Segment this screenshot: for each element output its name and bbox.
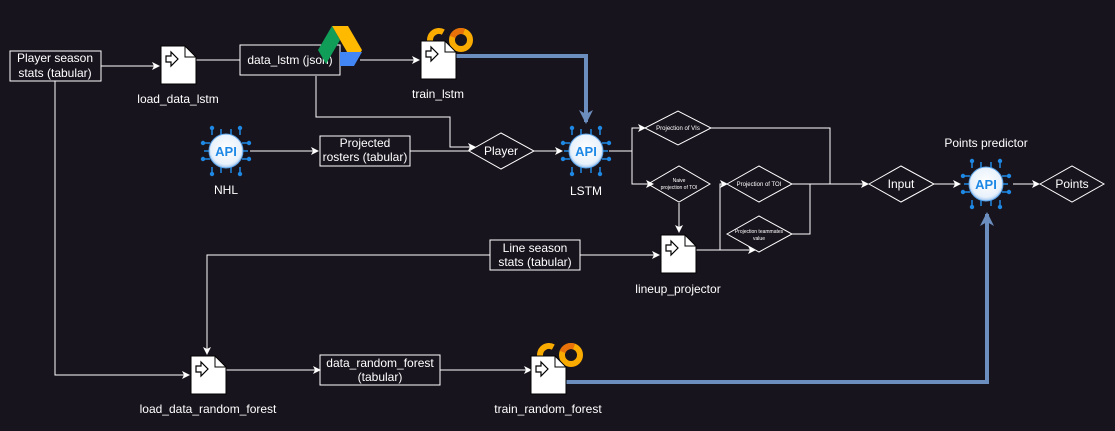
edge-teammates-to-input (792, 184, 811, 235)
player-label: Player (484, 144, 518, 158)
lineup-projector-node[interactable]: lineup_projector (635, 234, 721, 296)
points-predictor-label: Points predictor (944, 136, 1027, 150)
edge-train-lstm-to-lstm (456, 54, 593, 124)
points-diamond[interactable]: Points (1038, 165, 1106, 203)
player-diamond[interactable]: Player (467, 132, 536, 170)
player-season-stats-box[interactable]: Player season stats (tabular) (9, 50, 102, 82)
edges (54, 54, 1040, 384)
lineup-projector-label: lineup_projector (635, 282, 720, 296)
projection-teammates-line2: value (753, 236, 765, 242)
lstm-label: LSTM (570, 184, 602, 198)
load-data-rf-label: load_data_random_forest (140, 402, 277, 416)
nhl-label: NHL (214, 183, 238, 197)
lstm-api-text: API (575, 144, 597, 159)
input-label: Input (888, 177, 915, 191)
projected-rosters-line1: Projected (340, 136, 391, 150)
load-data-rf-node[interactable]: load_data_random_forest (140, 355, 277, 416)
edge-lstm-to-naive-toi (631, 151, 654, 188)
projection-toi-label: Projection of TOI (737, 182, 782, 188)
naive-projection-line2: projection of TOI (661, 185, 698, 191)
train-rf-node[interactable]: train_random_forest (494, 342, 602, 416)
data-rf-line1: data_random_forest (326, 356, 434, 370)
train-rf-label: train_random_forest (494, 402, 602, 416)
train-lstm-label: train_lstm (412, 87, 464, 101)
load-data-lstm-label: load_data_lstm (137, 92, 218, 106)
projection-toi-diamond[interactable]: Projection of TOI (725, 165, 794, 203)
edge-lineup-to-toi (696, 180, 728, 251)
edge-line-stats-to-load-rf (203, 254, 490, 355)
player-season-stats-line1: Player season (17, 51, 93, 65)
projected-rosters-box[interactable]: Projected rosters (tabular) (319, 135, 411, 167)
edge-player-stats-to-load-rf (54, 81, 190, 379)
data-rf-line2: (tabular) (358, 370, 403, 384)
lstm-api-node[interactable]: API LSTM (560, 125, 612, 198)
document-arrow-icon (660, 234, 697, 274)
projection-vis-label: Projection of VIs (656, 126, 700, 132)
projection-vis-diamond[interactable]: Projection of VIs (643, 110, 713, 146)
points-label: Points (1055, 177, 1088, 191)
data-rf-box[interactable]: data_random_forest (tabular) (319, 354, 441, 386)
projection-teammates-line1: Projection teammates (735, 229, 784, 235)
data-lstm-label: data_lstm (json) (247, 53, 332, 67)
naive-projection-toi-diamond[interactable]: Naive projection of TOI (647, 165, 711, 203)
player-season-stats-line2: stats (tabular) (18, 66, 91, 80)
line-season-stats-line2: stats (tabular) (498, 255, 571, 269)
document-arrow-icon (420, 40, 457, 80)
nhl-api-text: API (215, 144, 237, 159)
projected-rosters-line2: rosters (tabular) (323, 150, 408, 164)
nhl-api-node[interactable]: API NHL (200, 125, 252, 197)
line-season-stats-line1: Line season (503, 241, 568, 255)
document-arrow-icon (530, 355, 567, 395)
naive-projection-line1: Naive (673, 178, 686, 184)
google-drive-icon (318, 26, 362, 66)
edge-data-lstm-to-player (315, 76, 476, 151)
edge-train-rf-to-predictor (566, 212, 994, 384)
edge-vis-to-input (711, 127, 831, 184)
projection-teammates-diamond[interactable]: Projection teammates value (725, 215, 794, 253)
document-arrow-icon (190, 355, 227, 395)
points-predictor-node[interactable]: Points predictor API (944, 136, 1028, 210)
predictor-api-text: API (975, 177, 997, 192)
train-lstm-node[interactable]: train_lstm (412, 27, 473, 101)
input-diamond[interactable]: Input (867, 165, 936, 203)
document-arrow-icon (160, 45, 197, 85)
edge-lstm-to-vis (609, 124, 646, 152)
line-season-stats-box[interactable]: Line season stats (tabular) (489, 239, 581, 271)
load-data-lstm-node[interactable]: load_data_lstm (137, 45, 219, 106)
